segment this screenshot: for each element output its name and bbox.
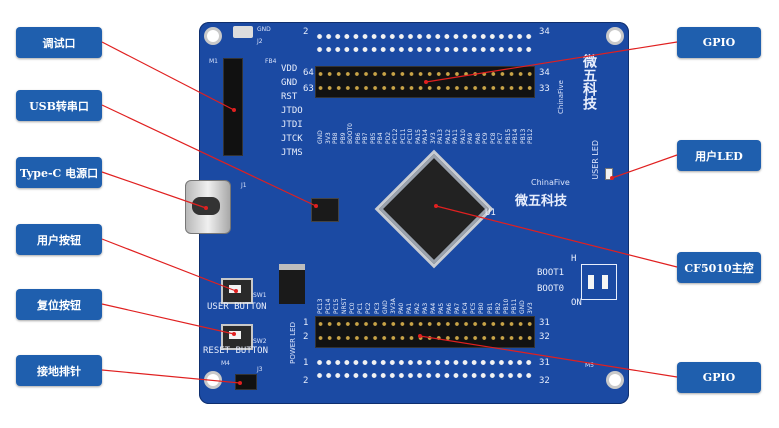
m1-designator: M1: [209, 58, 218, 65]
user-led: [605, 168, 613, 180]
leader-gpio-bottom: [419, 335, 678, 378]
usb-serial-chip: [311, 198, 339, 222]
top-header-row-label: 34: [539, 68, 550, 78]
leader-usb: [101, 104, 317, 207]
user-button-text: USER BUTTON: [207, 302, 267, 312]
debug-pin-gnd: GND: [281, 78, 298, 88]
leader-reset-btn: [101, 303, 235, 335]
bottom-gpio-header: [315, 316, 535, 348]
voltage-regulator: [279, 264, 305, 304]
boot0-label: BOOT0: [537, 284, 565, 294]
sw2-designator: SW2: [253, 338, 267, 345]
label-debug-port: 调试口: [16, 27, 102, 58]
fb4-designator: FB4: [265, 58, 277, 65]
bottom-header-row-label: 2: [303, 332, 309, 342]
bottom-header-row-label: 32: [539, 332, 550, 342]
label-gpio-top: GPIO: [677, 27, 761, 58]
m4-designator: M4: [221, 360, 230, 367]
label-user-led: 用户LED: [677, 140, 761, 171]
dev-board: GND J2 M1 FB4 VDD GND RST JTDO JTDI JTCK…: [185, 22, 629, 404]
mounting-hole: [609, 30, 621, 42]
debug-pin-rst: RST: [281, 92, 298, 102]
leader-mcu: [435, 205, 678, 268]
top-header-row-label: 63: [303, 84, 314, 94]
boot1-label: BOOT1: [537, 268, 565, 278]
j2-designator: J2: [257, 38, 263, 45]
brand-cn-vertical: 微五科技: [581, 54, 597, 110]
mcu-designator: U1: [485, 208, 496, 218]
label-mcu: CF5010主控: [677, 252, 761, 283]
debug-pin-vdd: VDD: [281, 64, 298, 74]
j2-header: [233, 26, 253, 38]
top-header-row-label: 34: [539, 27, 550, 37]
debug-header: [223, 58, 243, 156]
bottom-header-row-label: 2: [303, 376, 309, 386]
leader-gpio-top: [425, 41, 678, 83]
mounting-hole: [609, 374, 621, 386]
m5-designator: M5: [585, 362, 594, 369]
label-usb-serial: USB转串口: [16, 90, 102, 121]
top-header-row-label: 2: [303, 27, 309, 37]
top-header-row-label: 33: [539, 84, 550, 94]
label-gpio-bottom: GPIO: [677, 362, 761, 393]
boot-switch-knob-1: [588, 275, 594, 289]
debug-pin-jtms: JTMS: [281, 148, 303, 158]
j1-designator: J1: [241, 182, 247, 189]
boot-switch-knob-2: [602, 275, 608, 289]
reset-button: [221, 324, 253, 350]
brand-cn: 微五科技: [515, 194, 568, 209]
debug-pin-jtck: JTCK: [281, 134, 303, 144]
reset-button-text: RESET BUTTON: [203, 346, 269, 356]
leader-debug: [101, 41, 235, 111]
sw1-designator: SW1: [253, 292, 267, 299]
user-button-cap: [229, 285, 241, 293]
bottom-gpio-socket-row: [315, 356, 533, 384]
top-gpio-socket-row: [315, 30, 533, 58]
leader-user-btn: [101, 238, 237, 292]
j2-gnd-label: GND: [257, 26, 271, 33]
debug-pin-jtdi: JTDI: [281, 120, 303, 130]
bottom-header-row-label: 1: [303, 318, 309, 328]
leader-typec: [101, 171, 207, 209]
label-ground-header: 接地排针: [16, 355, 102, 386]
j3-designator: J3: [257, 366, 263, 373]
bottom-header-row-label: 31: [539, 318, 550, 328]
brand-logo-vertical: ChinaFive 微五科技: [557, 52, 613, 122]
debug-pin-jtdo: JTDO: [281, 106, 303, 116]
label-typec-power: Type-C 电源口: [16, 157, 102, 188]
bottom-header-row-label: 32: [539, 376, 550, 386]
brand-en: ChinaFive: [531, 178, 570, 187]
switch-on-label: ON: [571, 298, 582, 308]
switch-h-label: H: [571, 254, 577, 264]
bottom-header-row-label: 31: [539, 358, 550, 368]
boot-switch: [581, 264, 617, 300]
top-header-row-label: 64: [303, 68, 314, 78]
leader-user-led: [611, 154, 678, 179]
bottom-header-row-label: 1: [303, 358, 309, 368]
mounting-hole: [207, 30, 219, 42]
leader-gnd: [101, 369, 241, 384]
label-reset-button: 复位按钮: [16, 289, 102, 320]
label-user-button: 用户按钮: [16, 224, 102, 255]
